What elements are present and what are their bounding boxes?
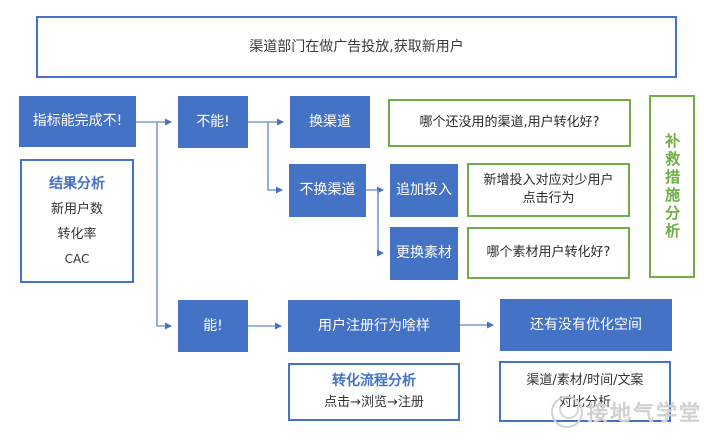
result-analysis-title: 结果分析 [49, 175, 105, 192]
node-register-behavior: 用户注册行为啥样 [288, 300, 460, 352]
cannot-label: 不能! [196, 113, 230, 130]
panel-comparison-analysis: 渠道/素材/时间/文案 对比分析 [499, 361, 671, 422]
question-unused-channel: 哪个还没用的渠道,用户转化好? [388, 99, 631, 147]
watermark: 接地气学堂 [551, 396, 702, 428]
material-conversion-text: 哪个素材用户转化好? [486, 245, 611, 261]
question-material-conversion: 哪个素材用户转化好? [467, 227, 630, 279]
node-cannot: 不能! [178, 96, 248, 148]
register-behavior-label: 用户注册行为啥样 [318, 317, 430, 334]
add-investment-label: 追加投入 [396, 182, 452, 199]
panel-remedy-measures: 补救措施分析 [649, 95, 695, 278]
added-investment-text-line1: 新增投入对应对少用户 [483, 173, 614, 189]
question-added-investment: 新增投入对应对少用户 点击行为 [467, 163, 630, 217]
conversion-analysis-title: 转化流程分析 [332, 373, 416, 390]
node-keep-channel: 不换渠道 [289, 164, 366, 217]
can-label: 能! [203, 317, 223, 334]
node-change-material: 更换素材 [390, 227, 458, 280]
comparison-dimensions: 渠道/素材/时间/文案 [526, 372, 644, 388]
unused-channel-text: 哪个还没用的渠道,用户转化好? [419, 115, 600, 131]
conversion-analysis-steps: 点击→浏览→注册 [324, 395, 424, 411]
keep-channel-label: 不换渠道 [299, 182, 356, 199]
indicator-question-label: 指标能完成不! [32, 113, 123, 130]
node-change-channel: 换渠道 [290, 96, 370, 148]
panel-conversion-analysis: 转化流程分析 点击→浏览→注册 [288, 363, 460, 421]
node-can: 能! [178, 300, 248, 352]
change-material-label: 更换素材 [396, 245, 452, 262]
change-channel-label: 换渠道 [309, 113, 351, 130]
node-indicator-question: 指标能完成不! [19, 96, 136, 147]
panel-result-analysis: 结果分析 新用户数 转化率 CAC [20, 159, 134, 283]
result-metric-conversion-rate: 转化率 [57, 227, 97, 243]
watermark-logo-icon [551, 396, 583, 428]
remedy-measures-label: 补救措施分析 [663, 132, 682, 241]
added-investment-text-line2: 点击行为 [522, 191, 575, 206]
optimize-space-label: 还有没有优化空间 [530, 316, 642, 333]
node-add-investment: 追加投入 [390, 164, 458, 217]
result-metric-cac: CAC [64, 252, 90, 267]
premise-text: 渠道部门在做广告投放,获取新用户 [249, 38, 464, 55]
watermark-text: 接地气学堂 [587, 401, 702, 425]
node-optimize-space: 还有没有优化空间 [500, 299, 672, 351]
node-premise-banner: 渠道部门在做广告投放,获取新用户 [36, 16, 677, 78]
result-metric-new-users: 新用户数 [50, 202, 103, 218]
